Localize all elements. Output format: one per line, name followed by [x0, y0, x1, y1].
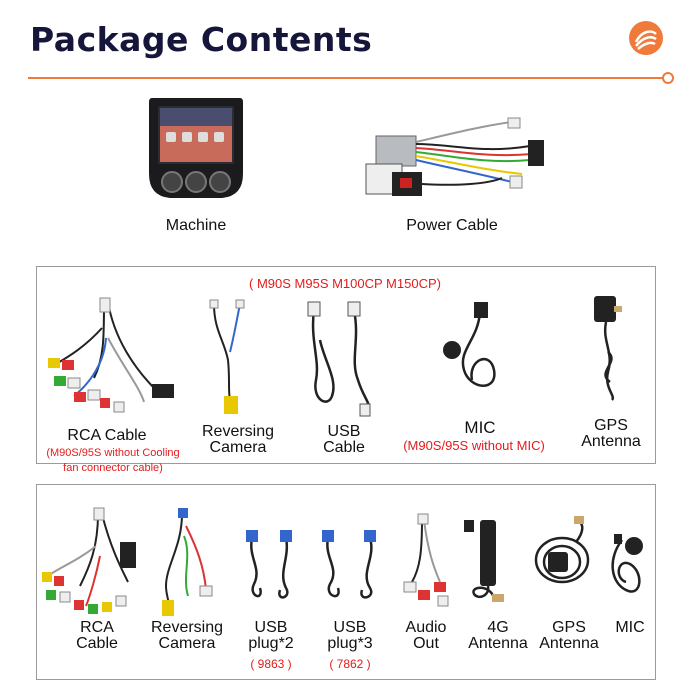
mic-image: [443, 302, 496, 387]
4g-antenna-image: [464, 520, 504, 602]
rca-2-label-2: Cable: [76, 635, 118, 652]
accessories-box-2: [36, 484, 656, 680]
4g-label-2: Antenna: [468, 635, 528, 652]
mic-label: MIC: [464, 418, 496, 437]
reversing-2-label-1: Reversing: [150, 619, 224, 636]
power-cable-label: Power Cable: [406, 217, 498, 234]
usb-plug-2-note: ( 9863 ): [250, 657, 292, 671]
audio-out-image: [403, 513, 449, 607]
gps-2-label-1: GPS: [552, 619, 586, 636]
usb-plug-3-note: ( 7862 ): [329, 657, 371, 671]
page-title: Package Contents: [30, 20, 373, 59]
usb-plug-3-label-2: plug*3: [327, 635, 373, 652]
usb-plug-2-label-2: plug*2: [248, 635, 294, 652]
reversing-label-1: Reversing: [201, 423, 275, 440]
audio-out-label-2: Out: [413, 635, 439, 652]
4g-label-1: 4G: [487, 619, 509, 636]
usb-cable-image: [307, 301, 371, 417]
reversing-2-label-2: Camera: [158, 635, 216, 652]
machine-label: Machine: [165, 217, 227, 234]
rca-2-label-1: RCA: [80, 619, 114, 636]
rca-note-1: (M90S/95S without Cooling: [46, 447, 180, 459]
usb-plug-3-label-1: USB: [333, 619, 367, 636]
models-note: ( M90S M95S M100CP M150CP): [249, 276, 441, 291]
usb-plug-3-image: [322, 530, 376, 599]
usb-label-1: USB: [327, 423, 361, 440]
accessories-box-1: [36, 266, 656, 464]
divider-end-dot: [662, 72, 674, 84]
mic-2-image: [611, 534, 643, 593]
mic-note: (M90S/95S without MIC): [403, 438, 545, 453]
brand-logo-icon: [629, 21, 663, 55]
header-divider: [28, 77, 664, 79]
gps-antenna-2-image: [534, 516, 590, 584]
gps-label-2: Antenna: [581, 433, 641, 450]
rca-note-2: fan connector cable): [63, 462, 163, 474]
head-unit-image: [149, 98, 243, 198]
rca-cable-label: RCA Cable: [67, 427, 147, 444]
gps-2-label-2: Antenna: [539, 635, 599, 652]
reversing-label-2: Camera: [209, 439, 267, 456]
rca-cable-image: [48, 297, 174, 413]
mic-2-label: MIC: [615, 619, 645, 636]
usb-plug-2-image: [246, 530, 292, 599]
gps-antenna-image: [594, 296, 622, 401]
gps-label-1: GPS: [594, 417, 628, 434]
usb-plug-2-label-1: USB: [254, 619, 288, 636]
power-cable-image: [365, 117, 544, 196]
rca-cable-2-image: [42, 507, 136, 614]
usb-label-2: Cable: [323, 439, 365, 456]
reversing-camera-2-image: [162, 508, 213, 616]
reversing-camera-image: [209, 299, 245, 414]
audio-out-label-1: Audio: [405, 619, 447, 636]
